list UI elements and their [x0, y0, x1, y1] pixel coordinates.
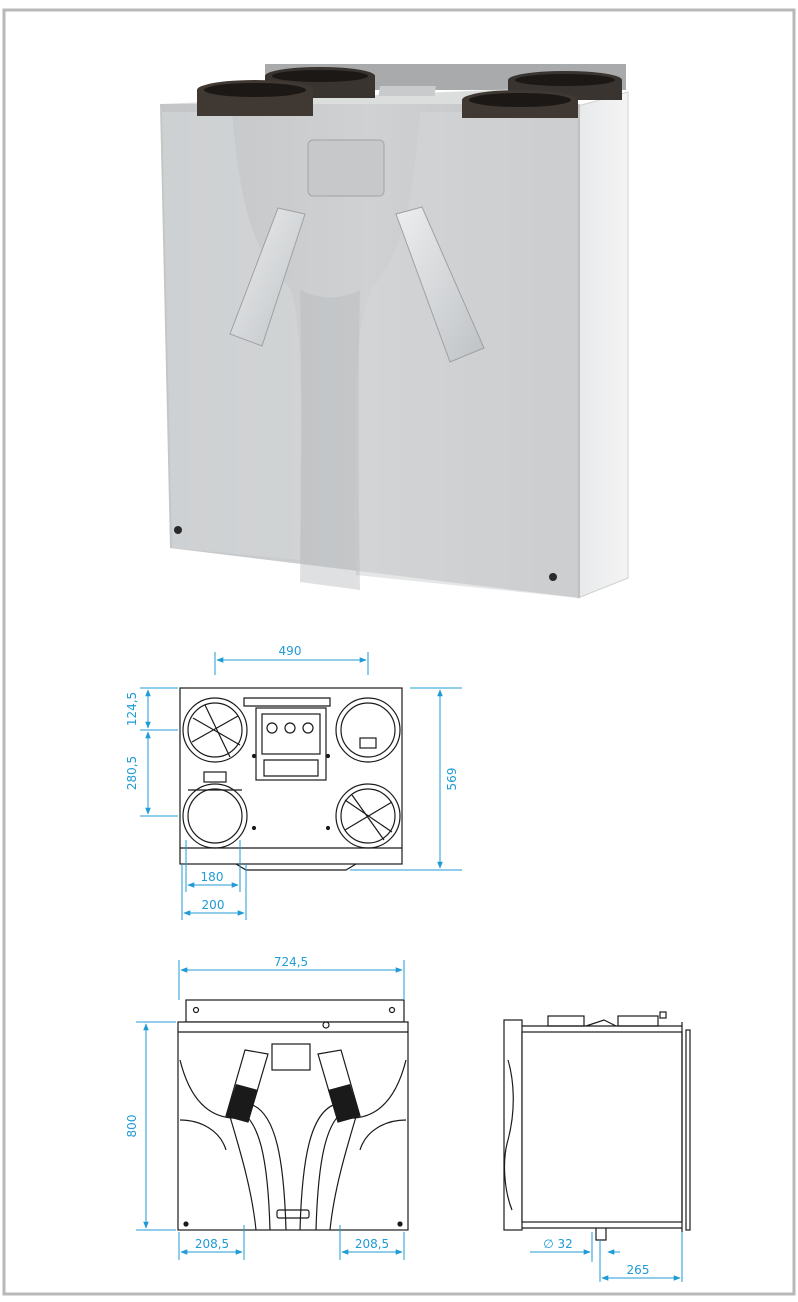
port-bottom-right [335, 783, 401, 849]
dim-724-5: 724,5 [274, 955, 308, 969]
dim-800: 800 [125, 1115, 139, 1138]
dim-180: 180 [201, 870, 224, 884]
top-view-dimensions [140, 652, 462, 920]
page-frame [2, 8, 796, 1296]
side-view-drawing [503, 1011, 691, 1241]
top-view-drawing [179, 687, 403, 871]
right-handle [395, 206, 485, 363]
front-view-handles [225, 1049, 361, 1123]
dim-208-5-right: 208,5 [355, 1237, 389, 1251]
side-view-dimensions [530, 1232, 683, 1282]
port-top-right [335, 697, 401, 763]
dim-490: 490 [279, 644, 302, 658]
dim-569: 569 [445, 768, 459, 791]
dim-124-5: 124,5 [125, 692, 139, 726]
front-view-drawing [177, 999, 409, 1231]
port-top-left [182, 697, 248, 763]
port-bottom-left [182, 771, 248, 849]
front-view-dimensions [136, 960, 405, 1260]
hatch [307, 139, 385, 197]
dim-200: 200 [202, 898, 225, 912]
dim-265: 265 [627, 1263, 650, 1277]
product-photo [160, 64, 629, 599]
left-handle [229, 207, 306, 347]
dim-280-5: 280,5 [125, 756, 139, 790]
dim-diameter-32: ∅ 32 [543, 1237, 573, 1251]
dim-208-5-left: 208,5 [195, 1237, 229, 1251]
duct-collars [197, 67, 622, 118]
